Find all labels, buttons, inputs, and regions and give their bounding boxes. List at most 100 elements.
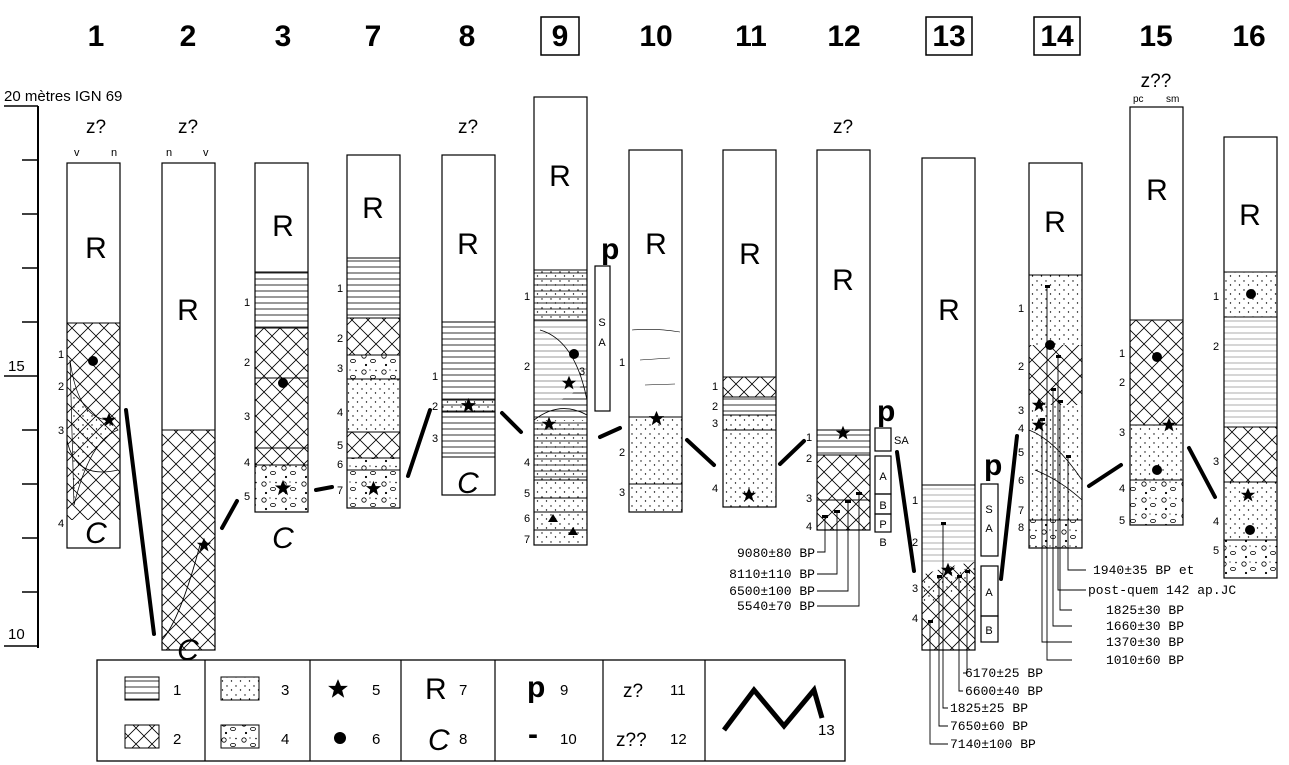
R-label: R <box>1239 199 1261 232</box>
legend-dot-icon <box>334 732 346 744</box>
layer-number: 4 <box>912 613 918 625</box>
layer-number: 3 <box>712 418 718 430</box>
layer-number: 1 <box>1213 291 1219 303</box>
C-label: C <box>272 522 294 555</box>
legend-label: 12 <box>670 731 687 748</box>
layer-number: 4 <box>337 407 343 419</box>
legend-label: 7 <box>459 682 467 699</box>
column-number: 13 <box>932 20 965 53</box>
layer-number: 6 <box>337 459 343 471</box>
R-label: R <box>938 294 960 327</box>
P-label: P <box>879 519 886 531</box>
log-column-1: z? v n R C 1 2 3 4 <box>58 117 121 550</box>
date-label: 1825±25 BP <box>950 701 1028 716</box>
legend-swatch-crosshatch <box>124 724 160 749</box>
log-column-10: R 1 2 3 <box>619 149 683 513</box>
B-label: B <box>879 500 886 512</box>
log-column-3: R C 1 2 3 4 5 <box>244 162 309 555</box>
legend: 1 2 3 4 5 6 R 7 C 8 p 9 - 10 z? 11 z?? 1… <box>96 659 846 762</box>
scale-label: 15 <box>8 358 25 375</box>
column-number-box <box>925 16 973 56</box>
layer-number: 7 <box>337 485 343 497</box>
layer-number: 3 <box>579 366 585 378</box>
layer-number: 4 <box>1018 423 1024 435</box>
column-number: 14 <box>1040 20 1074 53</box>
layer-number: 8 <box>1018 522 1024 534</box>
layer-number: 1 <box>432 371 438 383</box>
layer-number: 4 <box>1213 516 1219 528</box>
legend-label: 4 <box>281 731 289 748</box>
p-label: p <box>601 233 619 266</box>
layer-number: 2 <box>337 333 343 345</box>
n-label: n <box>111 147 117 159</box>
dot-marker <box>278 378 288 388</box>
log-column-12: z? R 1 2 3 4 9080±80 BP 8110±110 BP 6500… <box>729 117 909 614</box>
log-column-11: R 1 2 3 4 <box>712 149 777 508</box>
legend-swatch-laminated <box>124 676 160 701</box>
layer-number: 1 <box>524 291 530 303</box>
column-number: 7 <box>365 20 382 53</box>
z-uncertain-label: z? <box>178 117 198 138</box>
log-column-13: R 1 2 3 4 6170±25 BP 6600±40 BP 1825±25 … <box>912 157 1043 752</box>
sm-label: sm <box>1166 94 1179 105</box>
A-label: A <box>985 523 993 535</box>
layer-number: 4 <box>58 518 64 530</box>
layer-number: 1 <box>337 283 343 295</box>
C-label: C <box>457 467 479 500</box>
layer-number: 3 <box>244 411 250 423</box>
p-label: p <box>984 449 1002 482</box>
column-number: 2 <box>180 20 197 53</box>
R-label: R <box>457 228 479 261</box>
layer-number: 2 <box>1018 361 1024 373</box>
layer-number: 1 <box>58 349 64 361</box>
column-number-box <box>1033 16 1081 56</box>
scale-title: 20 mètres IGN 69 <box>4 88 122 105</box>
layer-number: 2 <box>244 357 250 369</box>
legend-z: z?? <box>616 730 647 751</box>
log-column-9: R 1 2 3 4 5 6 7 p S A <box>524 96 619 546</box>
column-number: 15 <box>1139 20 1172 53</box>
layer-number: 1 <box>619 357 625 369</box>
date-label: 7140±100 BP <box>950 737 1036 752</box>
column-number: 9 <box>552 20 569 53</box>
layer-number: 4 <box>806 521 812 533</box>
legend-p: p <box>527 671 545 704</box>
date-label: 6170±25 BP <box>965 666 1043 681</box>
legend-label: 11 <box>670 682 686 699</box>
dot-marker <box>1246 289 1256 299</box>
log-column-7: R 1 2 3 4 5 6 7 <box>337 154 401 509</box>
dot-marker <box>1152 352 1162 362</box>
layer-number: 1 <box>712 381 718 393</box>
date-label: 5540±70 BP <box>737 599 815 614</box>
layer-number: 2 <box>1213 341 1219 353</box>
legend-label: 1 <box>173 682 181 699</box>
legend-dash: - <box>528 718 538 751</box>
layer-number: 3 <box>1213 456 1219 468</box>
layer-number: 3 <box>337 363 343 375</box>
layer-number: 3 <box>432 433 438 445</box>
elevation-scale: 20 mètres IGN 69 15 10 <box>4 88 122 648</box>
date-label: 7650±60 BP <box>950 719 1028 734</box>
R-label: R <box>272 210 294 243</box>
sample-box <box>594 265 611 412</box>
column-number: 1 <box>88 20 105 53</box>
column-number: 12 <box>827 20 860 53</box>
layer-number: 2 <box>1119 377 1125 389</box>
legend-label: 3 <box>281 682 289 699</box>
R-label: R <box>739 238 761 271</box>
log-column-14: R 1 2 3 4 5 6 7 8 1940±35 BP et post-que… <box>1018 162 1236 668</box>
legend-label: 5 <box>372 682 380 699</box>
layer-number: 2 <box>619 447 625 459</box>
legend-label: 13 <box>818 722 835 739</box>
SA-label: SA <box>894 435 909 447</box>
legend-label: 9 <box>560 682 568 699</box>
dot-marker <box>569 349 579 359</box>
dot-marker <box>1152 465 1162 475</box>
date-label: 1660±30 BP <box>1106 619 1184 634</box>
column-numbers: 1 2 3 7 8 9 10 11 12 13 14 15 16 <box>88 16 1266 56</box>
date-label: 8110±110 BP <box>729 567 815 582</box>
column-number: 10 <box>639 20 672 53</box>
A-label: A <box>598 337 606 349</box>
layer-number: 2 <box>912 537 918 549</box>
